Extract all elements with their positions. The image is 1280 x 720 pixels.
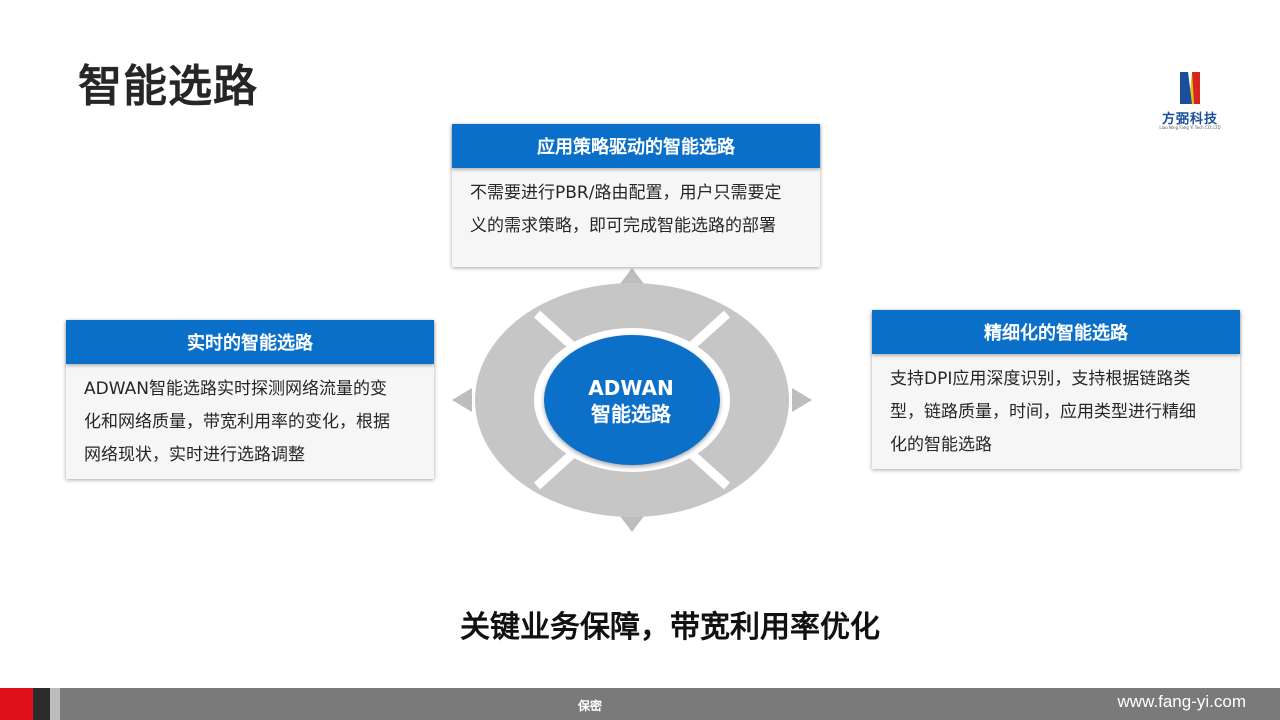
arrow-left-icon (452, 388, 472, 412)
center-hub (544, 335, 720, 465)
logo-name: 方弼科技 (1161, 112, 1218, 127)
card-line: ADWAN智能选路实时探测网络流量的变 (84, 379, 387, 399)
card-title: 实时的智能选路 (66, 320, 434, 364)
footer-accent-light (50, 688, 60, 720)
card-title: 应用策略驱动的智能选路 (452, 124, 820, 168)
card-body: ADWAN智能选路实时探测网络流量的变 化和网络质量，带宽利用率的变化，根据 网… (66, 364, 434, 472)
center-label: ADWAN 智能选路 (543, 375, 719, 427)
arrow-right-icon (792, 388, 812, 412)
center-label-line2: 智能选路 (591, 402, 671, 426)
footer-bar: 保密 www.fang-yi.com (0, 688, 1280, 720)
footer-accent-red (0, 688, 33, 720)
arrow-up-icon (620, 268, 644, 284)
card-policy-driven: 应用策略驱动的智能选路 不需要进行PBR/路由配置，用户只需要定 义的需求策略，… (452, 124, 820, 267)
card-body: 不需要进行PBR/路由配置，用户只需要定 义的需求策略，即可完成智能选路的部署 (452, 168, 820, 243)
website-link[interactable]: www.fang-yi.com (1117, 692, 1246, 711)
logo-mark-icon (1180, 72, 1200, 104)
center-label-line1: ADWAN (588, 376, 674, 400)
logo-subtitle: Liao Ning Fang Yi Tech CO.,LTD (1159, 125, 1221, 130)
card-line: 网络现状，实时进行选路调整 (84, 445, 305, 465)
arrow-down-icon (620, 516, 644, 532)
card-line: 不需要进行PBR/路由配置，用户只需要定 (470, 183, 782, 203)
card-fine-grained: 精细化的智能选路 支持DPI应用深度识别，支持根据链路类 型，链路质量，时间，应… (872, 310, 1240, 469)
card-line: 义的需求策略，即可完成智能选路的部署 (470, 216, 776, 236)
wheel-diagram (452, 268, 812, 532)
card-line: 化和网络质量，带宽利用率的变化，根据 (84, 412, 390, 432)
card-title: 精细化的智能选路 (872, 310, 1240, 354)
slogan: 关键业务保障，带宽利用率优化 (460, 610, 880, 645)
card-body: 支持DPI应用深度识别，支持根据链路类 型，链路质量，时间，应用类型进行精细 化… (872, 354, 1240, 462)
card-line: 支持DPI应用深度识别，支持根据链路类 (890, 369, 1191, 389)
card-line: 型，链路质量，时间，应用类型进行精细 (890, 402, 1196, 422)
company-logo: 方弼科技 Liao Ning Fang Yi Tech CO.,LTD (1148, 70, 1232, 134)
confidential-label: 保密 (578, 699, 603, 713)
page-title: 智能选路 (78, 61, 258, 112)
card-realtime: 实时的智能选路 ADWAN智能选路实时探测网络流量的变 化和网络质量，带宽利用率… (66, 320, 434, 479)
card-line: 化的智能选路 (890, 435, 992, 455)
footer-accent-dark (33, 688, 50, 720)
